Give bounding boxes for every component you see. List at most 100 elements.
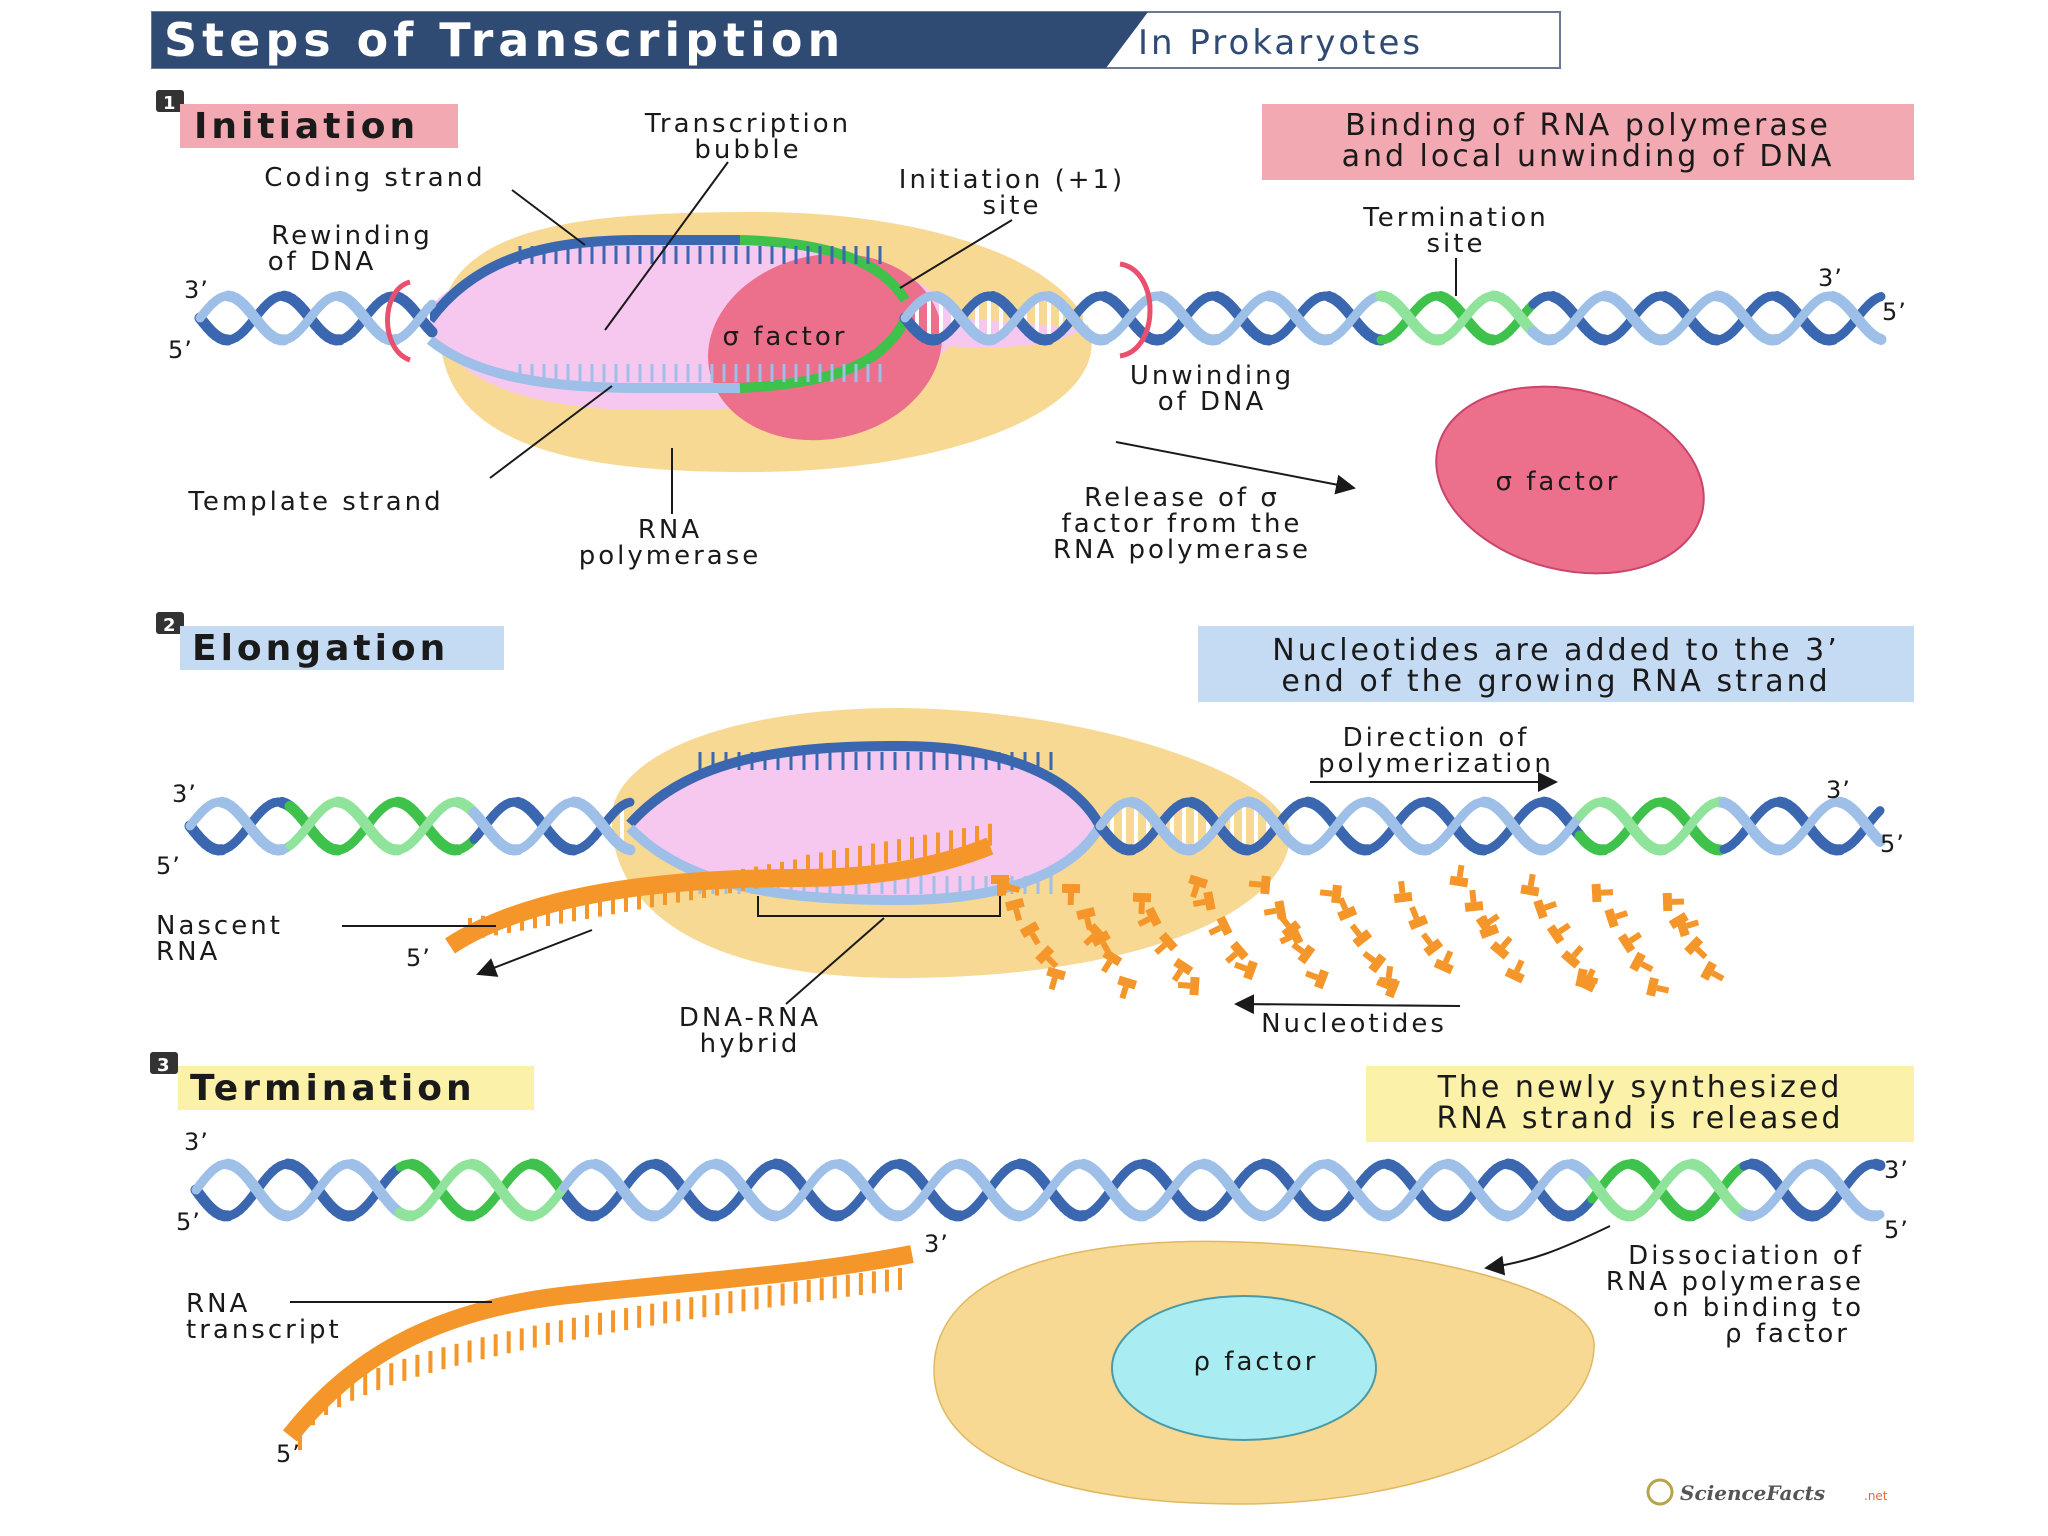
nucleotide-base (1189, 976, 1200, 996)
transcript-label-line2: transcript (186, 1315, 342, 1345)
nucleotide-stem (1029, 931, 1041, 946)
nucleotide-base (1243, 960, 1258, 981)
nucleotide (1035, 945, 1059, 969)
nucleotide (1546, 922, 1571, 945)
nucleotide (1061, 883, 1081, 906)
initiation-section: 1 Initiation Binding of RNA polymerase a… (156, 90, 1914, 575)
nucleotide-stem (1100, 941, 1112, 955)
nucleotide-stem (1233, 961, 1248, 972)
nucleotide-base (1287, 924, 1304, 945)
nucleotide-base (1090, 930, 1111, 947)
nucleotide (1171, 957, 1194, 983)
nucleotide-stem (1600, 889, 1614, 896)
nucleotide-stem (1685, 919, 1700, 929)
nucleotide-stem (1543, 900, 1558, 911)
template-strand-segment (1870, 831, 1886, 847)
nucleotide-stem (1291, 942, 1305, 955)
sigma-factor-free-label: σ factor (1496, 467, 1621, 497)
rna-polymerase-label-line2: polymerase (579, 541, 762, 571)
nucleotide-stem (1557, 922, 1571, 935)
hybrid-label-line2: hybrid (700, 1029, 801, 1059)
nucleotide-base (1393, 891, 1413, 904)
termination-summary-line1: The newly synthesized (1437, 1070, 1843, 1105)
header: Steps of Transcription In Prokaryotes (151, 11, 1561, 69)
end-5-left: 5’ (176, 1208, 201, 1236)
nucleotide (1700, 960, 1725, 982)
nucleotide-base (1076, 906, 1096, 921)
bubble-label-line2: bubble (694, 135, 801, 165)
nucleotide-base (1260, 875, 1271, 895)
nucleotide-stem (1628, 931, 1643, 944)
coding-strand-segment (621, 797, 635, 808)
bubble-label-line1: Transcription (644, 109, 851, 139)
nucleotide-base (1159, 931, 1178, 952)
nucleotide (1304, 969, 1329, 990)
release-label-line3: RNA polymerase (1053, 535, 1311, 565)
initiation-summary-line1: Binding of RNA polymerase (1345, 108, 1831, 143)
nascent-rna-label-line2: RNA (156, 937, 220, 967)
nucleotide (1177, 976, 1200, 996)
nucleotide (1489, 935, 1513, 960)
coding-strand-segment (1872, 292, 1886, 303)
step-number-badge (150, 1052, 178, 1074)
nucleotide-stem (1585, 968, 1596, 982)
nucleotide-stem (1349, 923, 1362, 937)
nucleotide-base (1368, 953, 1387, 974)
transcript-label-line1: RNA (186, 1289, 250, 1319)
nucleotide-base (1575, 976, 1596, 993)
dissociation-label-line4: ρ factor (1725, 1319, 1850, 1349)
nucleotide-stem (1045, 955, 1059, 969)
nucleotide (1132, 892, 1152, 915)
nucleotide-base (1274, 900, 1287, 920)
base-ticks (518, 246, 882, 382)
end-5-left: 5’ (156, 852, 181, 880)
nucleotide-base (1337, 905, 1358, 922)
nucleotide-base (1464, 901, 1484, 912)
nucleotide-stem (1067, 892, 1074, 906)
nucleotide (1117, 975, 1138, 1000)
nucleotide-base (1046, 966, 1067, 981)
nucleotide-stem (1154, 942, 1168, 955)
nucleotide-base (1433, 958, 1454, 975)
end-5-right: 5’ (1884, 1216, 1909, 1244)
nucleotide-base (1297, 944, 1316, 965)
nucleotide-stem (1100, 959, 1113, 974)
nucleotide (1046, 966, 1067, 991)
nucleotide-base (1604, 908, 1619, 929)
elongation-summary-line1: Nucleotides are added to the 3’ (1272, 633, 1839, 668)
nucleotide (1520, 873, 1540, 897)
release-label-line2: factor from the (1062, 509, 1303, 539)
nucleotide-stem (1571, 944, 1584, 958)
nucleotide (1090, 930, 1112, 955)
rho-factor (1111, 1295, 1377, 1441)
nucleotide-base (1617, 933, 1636, 954)
nucleotide-base (1145, 906, 1162, 927)
nucleotide-base (1479, 924, 1500, 939)
nucleotide-base (1005, 897, 1025, 912)
nucleotide (996, 876, 1021, 896)
dna-helix-elongation (184, 796, 1886, 856)
nucleotide-stem (1137, 916, 1151, 927)
flower-icon (1646, 1478, 1674, 1506)
nucleotide (1393, 880, 1413, 904)
hybrid-label-line1: DNA-RNA (679, 1003, 821, 1033)
coding-strand-segment (1870, 1158, 1886, 1171)
nucleotide-stem (1362, 950, 1376, 963)
termination-site-label-line2: site (1427, 229, 1486, 259)
nucleotide (1420, 932, 1444, 957)
template-strand-segment (423, 299, 437, 313)
elongation-section: 2 Elongation Nucleotides are added to th… (156, 612, 1914, 1059)
elongation-label-bg (180, 626, 504, 670)
dna-helix-termination (190, 1158, 1886, 1222)
rewinding-label-line2: of DNA (268, 247, 377, 277)
initiation-label-bg (180, 104, 458, 148)
nucleotide-base (996, 876, 1011, 896)
end-3-right: 3’ (1826, 776, 1851, 804)
nucleotide-base (1449, 875, 1469, 888)
release-label-line1: Release of σ (1084, 483, 1280, 513)
elongation-summary-box (1198, 626, 1914, 702)
nucleotide-base (1408, 914, 1429, 931)
nucleotide-base (1423, 938, 1444, 957)
nucleotide (1504, 959, 1525, 984)
